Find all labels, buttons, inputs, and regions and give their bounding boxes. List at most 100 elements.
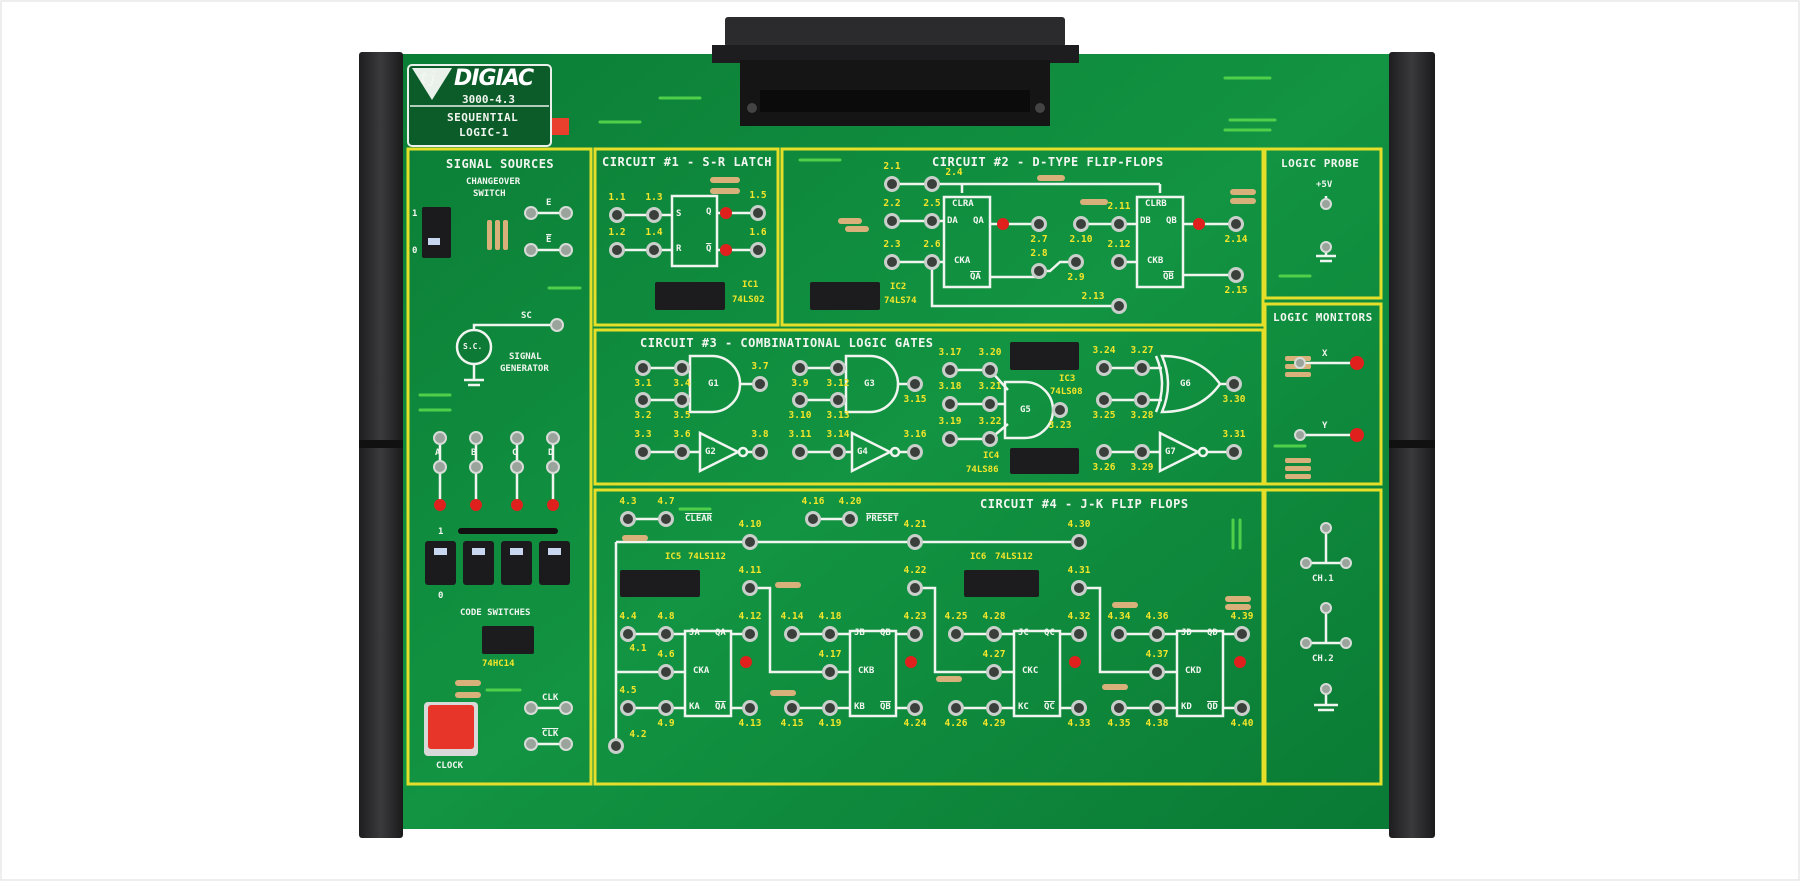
terminal-3-5[interactable] (674, 392, 690, 408)
terminal-4-8[interactable] (658, 626, 674, 642)
terminal-3-12[interactable] (830, 360, 846, 376)
terminal-4-39[interactable] (1234, 626, 1250, 642)
terminal-3-22[interactable] (982, 431, 998, 447)
terminal-2-5[interactable] (924, 213, 940, 229)
terminal-3-28[interactable] (1134, 392, 1150, 408)
terminal-2-8[interactable] (1031, 263, 1047, 279)
terminal-4-5[interactable] (620, 700, 636, 716)
terminal-3-10[interactable] (792, 392, 808, 408)
terminal-4-32[interactable] (1071, 626, 1087, 642)
terminal-4-30[interactable] (1071, 534, 1087, 550)
terminal-4-13[interactable] (742, 700, 758, 716)
terminal-1-5[interactable] (750, 205, 766, 221)
terminal-4-23[interactable] (907, 626, 923, 642)
terminal-3-21[interactable] (982, 396, 998, 412)
terminal-4-31[interactable] (1071, 580, 1087, 596)
terminal-4-38[interactable] (1149, 700, 1165, 716)
terminal-4-35[interactable] (1111, 700, 1127, 716)
terminal-3-13[interactable] (830, 392, 846, 408)
terminal-4-3[interactable] (620, 511, 636, 527)
terminal-4-17[interactable] (822, 664, 838, 680)
terminal-4-28[interactable] (986, 626, 1002, 642)
terminal-3-17[interactable] (942, 362, 958, 378)
terminal-3-1[interactable] (635, 360, 651, 376)
terminal-2-3[interactable] (884, 254, 900, 270)
terminal-4-33[interactable] (1071, 700, 1087, 716)
terminal-2-12[interactable] (1111, 254, 1127, 270)
ic4-label: IC4 (983, 451, 1000, 461)
terminal-3-16[interactable] (907, 444, 923, 460)
terminal-4-5-label: 4.5 (619, 685, 637, 696)
terminal-4-29[interactable] (986, 700, 1002, 716)
terminal-1-4[interactable] (646, 242, 662, 258)
terminal-4-36[interactable] (1149, 626, 1165, 642)
terminal-3-20[interactable] (982, 362, 998, 378)
terminal-3-6[interactable] (674, 444, 690, 460)
terminal-3-2[interactable] (635, 392, 651, 408)
terminal-4-10[interactable] (742, 534, 758, 550)
terminal-3-29[interactable] (1134, 444, 1150, 460)
terminal-2-9[interactable] (1068, 254, 1084, 270)
terminal-2-2[interactable] (884, 213, 900, 229)
terminal-4-7[interactable] (658, 511, 674, 527)
terminal-3-14[interactable] (830, 444, 846, 460)
terminal-4-9[interactable] (658, 700, 674, 716)
terminal-4-2[interactable] (608, 738, 624, 754)
terminal-1-1[interactable] (609, 207, 625, 223)
terminal-4-14-label: 4.14 (780, 611, 804, 622)
terminal-4-14[interactable] (784, 626, 800, 642)
terminal-2-5-label: 2.5 (923, 198, 941, 209)
terminal-4-21[interactable] (907, 534, 923, 550)
terminal-4-6[interactable] (658, 664, 674, 680)
terminal-3-24[interactable] (1096, 360, 1112, 376)
terminal-4-24[interactable] (907, 700, 923, 716)
terminal-3-23[interactable] (1052, 402, 1068, 418)
terminal-3-8[interactable] (752, 444, 768, 460)
terminal-4-20[interactable] (842, 511, 858, 527)
terminal-4-37[interactable] (1149, 664, 1165, 680)
terminal-4-18[interactable] (822, 626, 838, 642)
terminal-2-7[interactable] (1031, 216, 1047, 232)
terminal-4-40[interactable] (1234, 700, 1250, 716)
terminal-2-11[interactable] (1111, 216, 1127, 232)
terminal-2-6[interactable] (924, 254, 940, 270)
terminal-4-11[interactable] (742, 580, 758, 596)
terminal-4-12[interactable] (742, 626, 758, 642)
terminal-3-27[interactable] (1134, 360, 1150, 376)
terminal-3-3[interactable] (635, 444, 651, 460)
signal-sources-title: SIGNAL SOURCES (446, 157, 555, 171)
terminal-2-15[interactable] (1228, 267, 1244, 283)
terminal-3-25[interactable] (1096, 392, 1112, 408)
terminal-3-4[interactable] (674, 360, 690, 376)
terminal-4-25[interactable] (948, 626, 964, 642)
terminal-4-21-label: 4.21 (903, 519, 927, 530)
terminal-4-4[interactable] (620, 626, 636, 642)
terminal-4-19[interactable] (822, 700, 838, 716)
terminal-3-19[interactable] (942, 431, 958, 447)
terminal-3-23-label: 3.23 (1048, 420, 1072, 431)
terminal-3-9[interactable] (792, 360, 808, 376)
terminal-2-4[interactable] (924, 176, 940, 192)
terminal-4-26[interactable] (948, 700, 964, 716)
terminal-3-11[interactable] (792, 444, 808, 460)
terminal-3-26[interactable] (1096, 444, 1112, 460)
terminal-1-2[interactable] (609, 242, 625, 258)
terminal-4-15[interactable] (784, 700, 800, 716)
terminal-4-16[interactable] (805, 511, 821, 527)
terminal-3-30[interactable] (1226, 376, 1242, 392)
terminal-2-14[interactable] (1228, 216, 1244, 232)
terminal-3-18[interactable] (942, 396, 958, 412)
terminal-4-27[interactable] (986, 664, 1002, 680)
terminal-2-13[interactable] (1111, 298, 1127, 314)
terminal-3-15[interactable] (907, 376, 923, 392)
terminal-1-6[interactable] (750, 242, 766, 258)
terminal-4-34[interactable] (1111, 626, 1127, 642)
terminal-3-31[interactable] (1226, 444, 1242, 460)
terminal-1-3[interactable] (646, 207, 662, 223)
terminal-2-1[interactable] (884, 176, 900, 192)
terminal-2-10[interactable] (1073, 216, 1089, 232)
frame-circuit-4 (593, 488, 1265, 786)
terminal-3-7[interactable] (752, 376, 768, 392)
jk-ff-2-pin-2: CKC (1022, 666, 1039, 676)
terminal-4-22[interactable] (907, 580, 923, 596)
